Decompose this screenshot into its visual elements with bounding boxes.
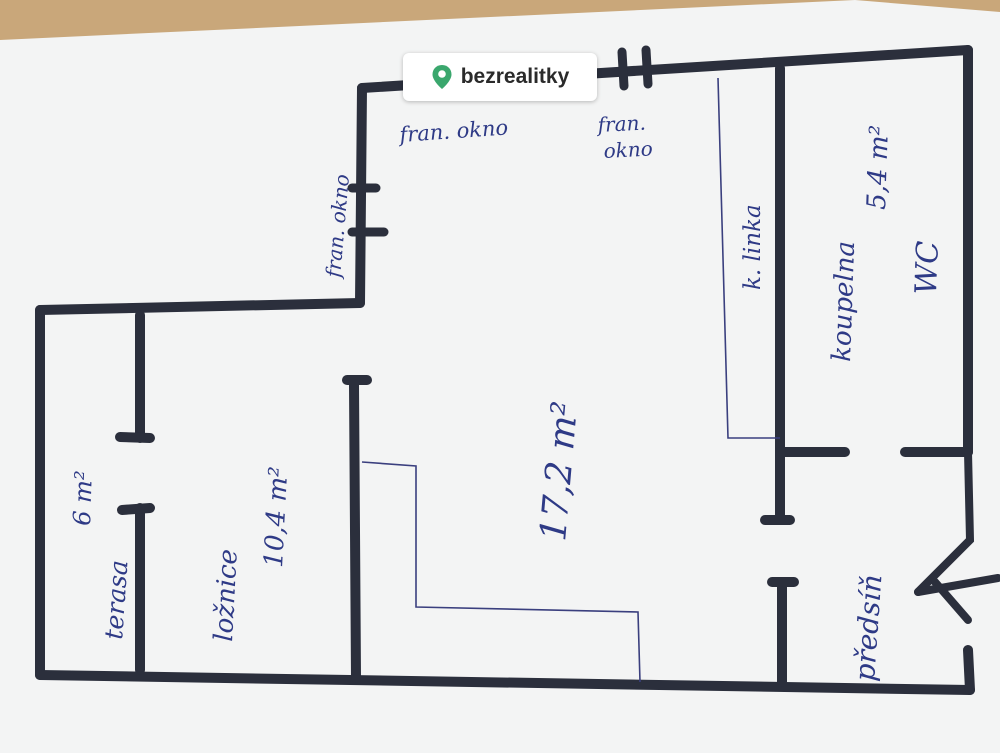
window-mark-top-1 (617, 47, 629, 91)
living-divider-line (361, 461, 641, 683)
label-bathroom: koupelna (827, 241, 861, 363)
outer-wall-bottom (35, 670, 975, 695)
label-bedroom: ložnice (209, 548, 244, 642)
label-hall: předsíň (848, 573, 888, 682)
outer-wall-notch (355, 83, 367, 308)
bedroom-wall (349, 380, 361, 683)
label-window-top-right-line2: okno (603, 136, 653, 163)
map-pin-hole (437, 70, 446, 78)
brand-badge[interactable]: bezrealitky (403, 53, 597, 101)
terrace-wall-stub-lower (117, 503, 155, 515)
entrance-arrow-icon (914, 448, 1000, 624)
label-window-top-right-line1: fran. (595, 111, 646, 138)
map-pin-icon (432, 65, 452, 89)
outer-wall-right-lower (963, 645, 975, 695)
label-terrace-area: 6 m² (68, 470, 98, 526)
outer-wall-upper-left (35, 298, 365, 315)
brand-name: bezrealitky (460, 65, 570, 88)
terrace-wall-stub-upper (115, 432, 155, 443)
label-bathroom-area: 5,4 m² (862, 125, 895, 211)
window-marks (347, 45, 653, 237)
label-terrace: terasa (99, 559, 133, 640)
kitchen-counter-line (717, 77, 780, 439)
label-kitchen: k. linka (740, 204, 766, 290)
label-wc: WC (909, 240, 946, 295)
window-mark-top-2 (641, 45, 653, 89)
walls (35, 45, 975, 695)
thin-lines (361, 77, 780, 683)
label-bedroom-area: 10,4 m² (259, 466, 294, 569)
